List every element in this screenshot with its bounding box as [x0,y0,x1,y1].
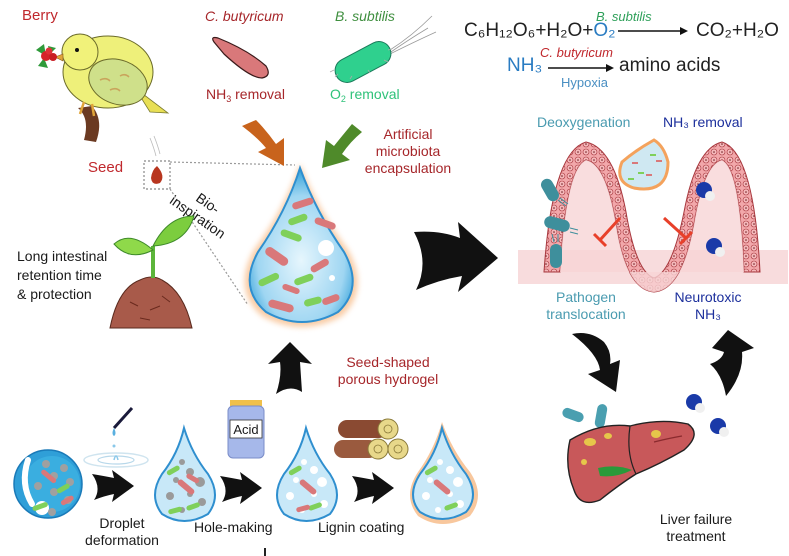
b-subtilis-bacterium-icon [329,15,437,83]
intestinal-villi-illustration [518,138,788,293]
artificial-line-3: encapsulation [364,160,452,176]
seed-illustration [143,135,296,306]
main-hydrogel-droplet [244,164,358,327]
b-subtilis-label: B. subtilis [335,8,395,24]
liver-line-2: treatment [666,528,726,544]
seed-shaped-hydrogel-label: Seed-shaped porous hydrogel [326,354,450,388]
divider-tick [264,548,266,556]
pathogen-line-1: Pathogen [556,289,616,305]
deoxygenation-label: Deoxygenation [537,114,631,130]
liver-illustration [562,404,695,504]
neurotoxic-line-1: Neurotoxic [674,289,742,305]
eq2-reactant: NH₃ [507,55,543,76]
ammonia-molecule [696,182,715,201]
seed-shaped-line-1: Seed-shaped [346,354,430,370]
initial-bead-illustration [13,449,83,519]
c-butyricum-bacterium-icon [212,36,269,79]
sprout-illustration [109,215,195,329]
step-arrow-2-icon [220,472,262,504]
pathogen-translocation-label: Pathogen translocation [536,289,636,323]
droplet-deformation-line-2: deformation [85,532,159,548]
lignin-coating-label: Lignin coating [318,519,405,535]
nh3-subscript: 3 [226,94,232,104]
berry-label: Berry [22,7,58,24]
o2-removal-suffix: removal [345,86,400,102]
eq1-reactants: C₆H₁₂O₆+H₂O+ [464,20,594,41]
green-arrow-icon [322,124,362,168]
pipette-water-splash-icon [83,406,149,468]
big-right-arrow-icon [414,222,498,292]
eq1-products: CO₂+H₂O [696,20,779,41]
pathogen-line-2: translocation [546,306,626,322]
eq2-condition-label: Hypoxia [561,75,608,90]
eq1-oxygen: O₂ [593,20,616,41]
droplet-with-holes [276,424,338,522]
eq1-catalyst-label: B. subtilis [596,9,652,24]
retention-line-2: retention time [17,267,102,283]
acid-bottle-label: Acid [233,422,259,437]
down-curved-arrow-icon [572,333,620,392]
eq2-products: amino acids [619,55,721,76]
liver-line-1: Liver failure [659,511,733,527]
eq2-catalyst-label: C. butyricum [540,45,613,60]
ammonia-molecules-liver [686,394,729,437]
lignin-coated-droplet [410,422,478,524]
neurotoxic-line-2: NH₃ [695,306,721,322]
eq2-reaction-arrow [548,64,614,72]
lignin-logs-icon [334,418,409,460]
artificial-line-1: Artificial [383,126,433,142]
c-butyricum-label: C. butyricum [205,8,284,24]
o2-text: O [330,86,341,102]
acid-bottle-icon [227,400,265,459]
ammonia-molecule [706,238,725,257]
retention-label: Long intestinal retention time & protect… [17,247,107,304]
hole-making-label: Hole-making [194,519,273,535]
equation-1: C₆H₁₂O₆+H₂O+O₂ [464,20,616,42]
up-curved-arrow-icon [710,330,754,396]
orange-arrow-icon [242,120,284,166]
seed-shaped-line-2: porous hydrogel [337,371,439,387]
droplet-deformation-line-1: Droplet [99,515,145,531]
bacteria-cluster [258,197,340,313]
retention-line-3: & protection [17,286,92,302]
step-arrow-1-icon [92,470,134,502]
artificial-encapsulation-label: Artificial microbiota encapsulation [358,126,458,177]
nh3-text: NH [206,86,227,102]
nh3-removal-suffix: removal [231,86,285,102]
nh3-removal-label: NH3 removal [206,86,285,104]
artificial-line-2: microbiota [375,143,441,159]
bird-illustration [36,33,170,142]
neurotoxic-nh3-label: Neurotoxic NH₃ [662,289,754,323]
liver-failure-treatment-label: Liver failure treatment [648,511,744,545]
seed-label: Seed [88,159,124,176]
step-arrow-3-icon [352,472,394,504]
o2-subscript: 2 [340,94,346,104]
droplet-with-particles [154,424,216,522]
retention-line-1: Long intestinal [17,248,108,264]
droplet-deformation-label: Droplet deformation [82,515,162,549]
o2-removal-label: O2 removal [330,86,400,104]
eq1-reaction-arrow [618,27,688,35]
gut-nh3-removal-label: NH₃ removal [663,114,743,130]
up-arrow-icon [268,342,312,394]
